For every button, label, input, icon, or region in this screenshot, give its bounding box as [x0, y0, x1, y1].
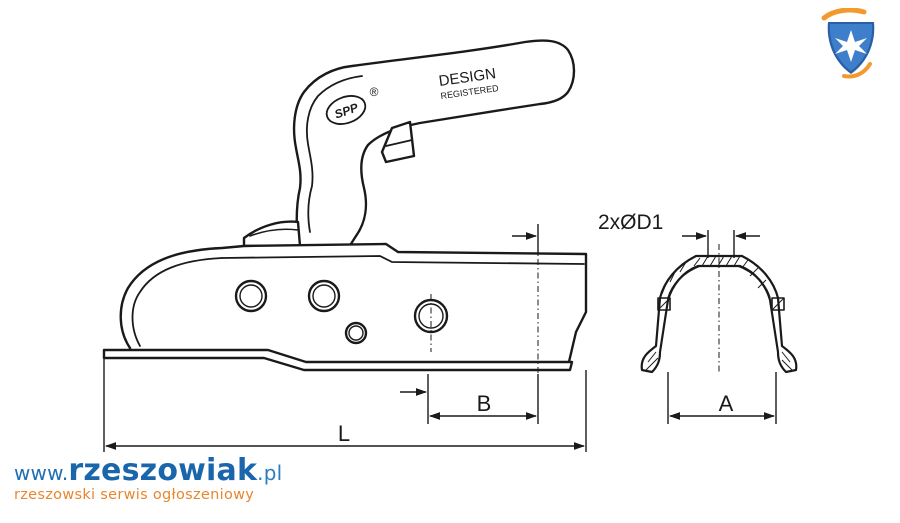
section-hole-right: [771, 297, 785, 311]
bolt-hole-2-inner: [312, 284, 336, 308]
watermark-prefix: www.: [14, 461, 69, 485]
coat-of-arms-shield-icon: [821, 8, 875, 79]
dimension-B-label: B: [477, 391, 492, 416]
handle-latch: [380, 120, 416, 164]
bolt-hole-1: [234, 279, 268, 313]
body-nose-inner: [131, 257, 223, 347]
watermark-tagline: rzeszowski serwis ogłoszeniowy: [14, 487, 255, 503]
handle-bracket: [242, 220, 302, 248]
cross-section-view: [640, 254, 798, 374]
watermark-brand: rzeszowiak: [68, 453, 258, 488]
dimensions-section: [667, 230, 777, 424]
coupling-side-view: [102, 39, 588, 372]
handle-bracket-line: [249, 228, 299, 237]
bolt-hole-1-inner: [239, 284, 263, 308]
section-hatching: [645, 255, 793, 371]
body-top-line: [221, 255, 585, 265]
handle-latch-line: [385, 139, 413, 147]
watermark: www.rzeszowiak.pl rzeszowski serwis ogło…: [14, 456, 282, 503]
dimension-A-label: A: [719, 391, 734, 416]
dimensions-side: [103, 224, 587, 452]
bolt-hole-2: [307, 279, 341, 313]
bolt-hole-small-inner: [348, 325, 364, 341]
base-flange: [102, 348, 574, 372]
dimension-L-label: L: [338, 421, 350, 446]
bolt-hole-small: [344, 321, 368, 345]
coupling-body: [119, 242, 588, 368]
watermark-url[interactable]: www.rzeszowiak.pl: [14, 456, 282, 486]
section-hole-left: [657, 297, 671, 311]
watermark-tld: .pl: [257, 461, 283, 485]
center-lines: [430, 232, 720, 420]
coupling-handle: [292, 39, 576, 250]
dimension-D1-label: 2xØD1: [598, 211, 663, 234]
registered-mark: ®: [370, 85, 379, 99]
handle-inner-contour: [305, 75, 363, 233]
